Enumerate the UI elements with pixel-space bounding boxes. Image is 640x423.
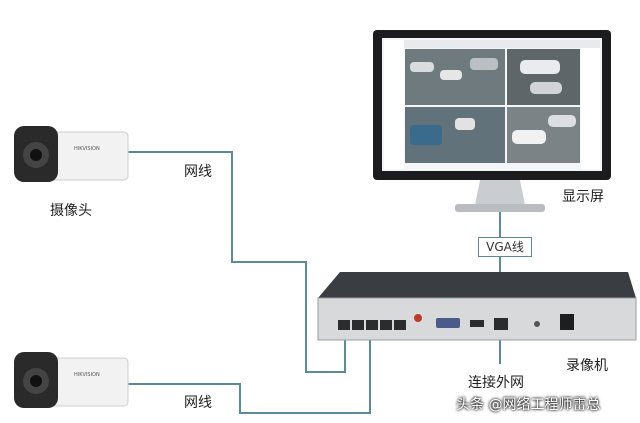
label-nvr: 录像机 [566,358,608,374]
lan-port [494,318,508,330]
label-vga: VGA线 [478,237,532,257]
power-indicator [534,321,540,327]
camera-brand: HIKVISION [74,372,100,378]
video-grid [405,49,580,163]
monitor-neck [475,180,525,205]
port [338,320,350,330]
car [455,118,475,130]
audio-port [414,314,422,322]
car [410,62,434,72]
car [530,82,562,94]
cable-camera-bottom [128,330,371,414]
screen-rightpanel [581,48,600,169]
label-external-net: 连接外网 [468,375,524,391]
power-switch [560,314,574,330]
label-cable-top: 网线 [184,164,212,180]
watermark: 头条 @网络工程师雷总 [456,397,601,413]
label-monitor: 显示屏 [562,189,604,205]
camera-lens-inner [30,149,42,161]
nvr-recorder [317,272,637,341]
screen-toolbar [404,40,600,48]
camera-bottom: HIKVISION [14,352,129,408]
cable-camera-top [128,151,346,373]
port [380,320,392,330]
label-camera: 摄像头 [50,203,92,219]
port [394,320,406,330]
monitor-base [455,204,545,212]
camera-brand: HIKVISION [74,146,100,152]
poe-ports [338,320,406,330]
car [470,58,498,70]
car [410,125,442,145]
nvr-top [318,272,636,298]
car [512,130,546,144]
video-tile-2 [507,49,580,105]
camera-lens-inner [30,375,42,387]
camera-top: HIKVISION [14,126,129,182]
vga-port [436,318,460,328]
nvr-front-panel [317,297,637,341]
port [352,320,364,330]
port [366,320,378,330]
monitor [373,30,611,212]
car [520,60,560,74]
car [440,70,462,80]
hdmi-port [470,320,484,327]
car [548,115,576,127]
screen-sidebar [384,40,404,169]
label-cable-bottom: 网线 [184,395,212,411]
